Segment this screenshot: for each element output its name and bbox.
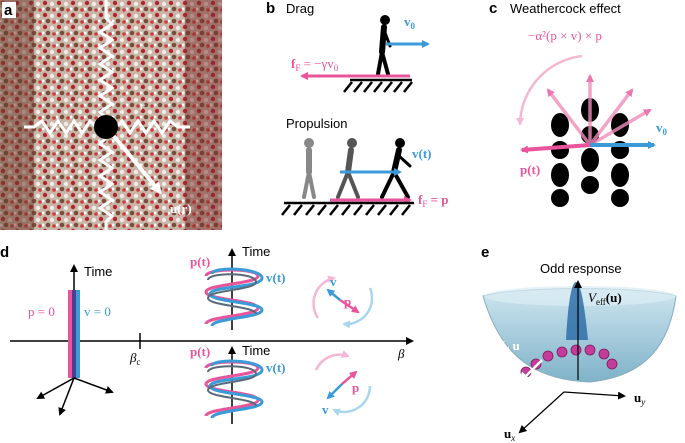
v-glyph-label-upper: v — [330, 274, 337, 289]
position-label: r — [140, 99, 145, 113]
potential-peak — [566, 282, 588, 340]
v-vector-upper — [326, 288, 341, 301]
v-glyph-label-lower: v — [322, 402, 329, 417]
rotation-arc-arrow — [516, 54, 583, 126]
polarity-fan-arrows — [546, 74, 652, 147]
p-helix-label-lower: p(t) — [190, 344, 210, 359]
weathercock-polarity-label: p(t) — [520, 162, 540, 177]
ux-label: ux — [504, 426, 515, 443]
ux-axis — [518, 391, 565, 434]
building-left — [0, 0, 34, 230]
panel-label-d: d — [0, 244, 9, 261]
helix-upper — [204, 267, 264, 327]
drag-force-label: fF = −γv0 — [291, 56, 339, 73]
time-label-static: Time — [84, 264, 112, 279]
p-helix-label-upper: p(t) — [190, 254, 210, 269]
weathercock-polarity-arrow — [520, 143, 591, 154]
drag-velocity-label: v0 — [404, 14, 416, 31]
helix-lower — [204, 359, 264, 419]
propulsion-title: Propulsion — [286, 116, 347, 131]
odd-response-title: Odd response — [540, 261, 622, 276]
panel-a: r u(r) a — [0, 0, 222, 230]
drag-title: Drag — [286, 1, 314, 16]
panel-b: b Drag v0 fF = −γv0 Propulsion — [266, 0, 449, 216]
spring-right — [106, 118, 190, 136]
rotation-arc-upper-blue — [342, 287, 374, 329]
rotation-arc-lower-blue — [332, 385, 372, 416]
propulsion-ground — [281, 201, 414, 216]
drag-ground — [343, 78, 413, 93]
odd-force-arrow — [517, 359, 543, 385]
p-vector-lower — [341, 370, 358, 385]
p-glyph-label-lower: p — [352, 380, 359, 395]
walker-running-icon — [380, 138, 412, 199]
propulsion-force-label: fF = p — [418, 192, 449, 209]
v-zero-label: v = 0 — [84, 304, 111, 319]
weathercock-velocity-label: v0 — [656, 120, 668, 137]
rotation-arc-lower-pink — [314, 350, 350, 371]
p-glyph-label-upper: p — [344, 294, 351, 309]
spring-up — [97, 0, 115, 126]
displacement-label: u(r) — [170, 201, 192, 216]
panel-d: d β βc Time p = 0 v = 0 Time p(t) v(t) T… — [0, 244, 414, 424]
weathercock-formula: −α²(p × v) × p — [528, 28, 602, 43]
building-right — [185, 0, 222, 230]
panel-label-b: b — [266, 0, 275, 17]
uy-axis — [563, 391, 626, 400]
walker-icon — [376, 15, 392, 76]
time-label-lower: Time — [242, 343, 270, 358]
critical-beta-label: βc — [129, 350, 140, 367]
panel-label-e: e — [481, 244, 489, 261]
spring-left — [24, 118, 106, 136]
odd-coefficient-label: K⊥u — [495, 338, 520, 355]
panel-label-a: a — [4, 2, 13, 19]
weathercock-title: Weathercock effect — [510, 1, 621, 16]
walker-ghost-icon-2 — [336, 138, 360, 199]
v-vector-lower — [326, 383, 343, 400]
spring-down — [97, 128, 115, 230]
displacement-arrow — [106, 127, 162, 195]
p-zero-label: p = 0 — [28, 304, 55, 319]
particle-dot — [94, 115, 118, 139]
footprints-icon — [551, 98, 629, 207]
rotation-arc-upper-pink — [312, 275, 336, 319]
time-label-upper: Time — [242, 244, 270, 259]
potential-label: Veff(u) — [588, 290, 622, 307]
uy-label: uy — [634, 390, 645, 407]
panel-e: e Odd response Veff(u) K⊥u uy ux — [481, 244, 677, 443]
label-a-bg — [2, 2, 16, 18]
panel-label-c: c — [489, 0, 497, 17]
propulsion-velocity-label: v(t) — [412, 146, 432, 161]
panel-c: c Weathercock effect −α²(p × v) × p v0 p… — [489, 0, 668, 207]
walker-ghost-icon-1 — [302, 138, 316, 199]
v-helix-label-upper: v(t) — [266, 270, 286, 285]
v-helix-label-lower: v(t) — [266, 360, 286, 375]
p-vector-upper — [339, 298, 360, 314]
beta-axis-label: β — [397, 346, 405, 361]
